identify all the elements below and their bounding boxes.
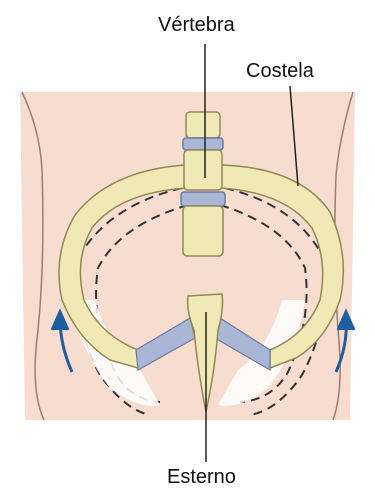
costela-label: Costela bbox=[246, 60, 314, 83]
vertebral-column bbox=[181, 112, 225, 256]
vertebra-label: Vértebra bbox=[158, 14, 235, 37]
esterno-label: Esterno bbox=[167, 466, 236, 489]
